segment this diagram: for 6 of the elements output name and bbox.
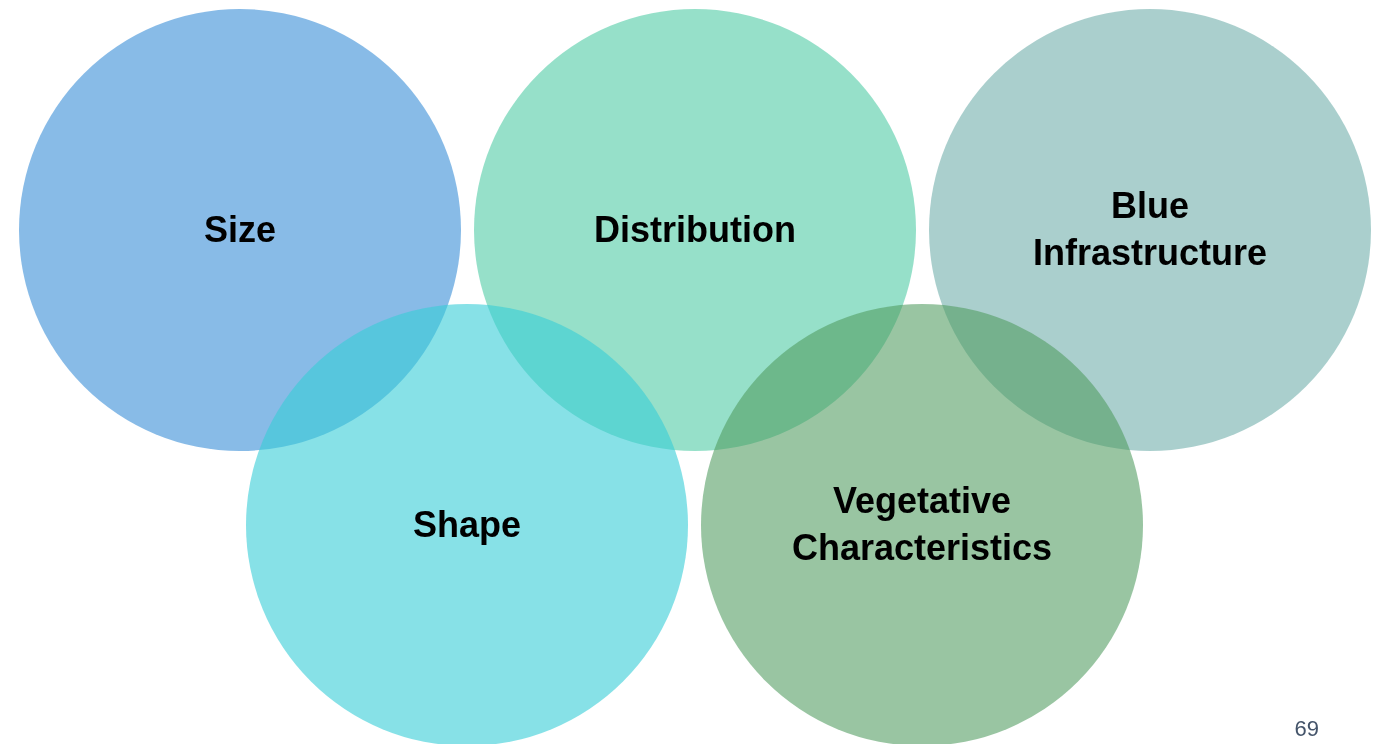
circle-label: Shape (412, 502, 521, 547)
circle-label: Blue Infrastructure (1031, 184, 1269, 275)
circle-label: Vegetative Characteristics (790, 479, 1054, 570)
page-number: 69 (1294, 716, 1319, 742)
circle-label: Distribution (594, 207, 796, 252)
circle-label: Size (203, 207, 276, 252)
